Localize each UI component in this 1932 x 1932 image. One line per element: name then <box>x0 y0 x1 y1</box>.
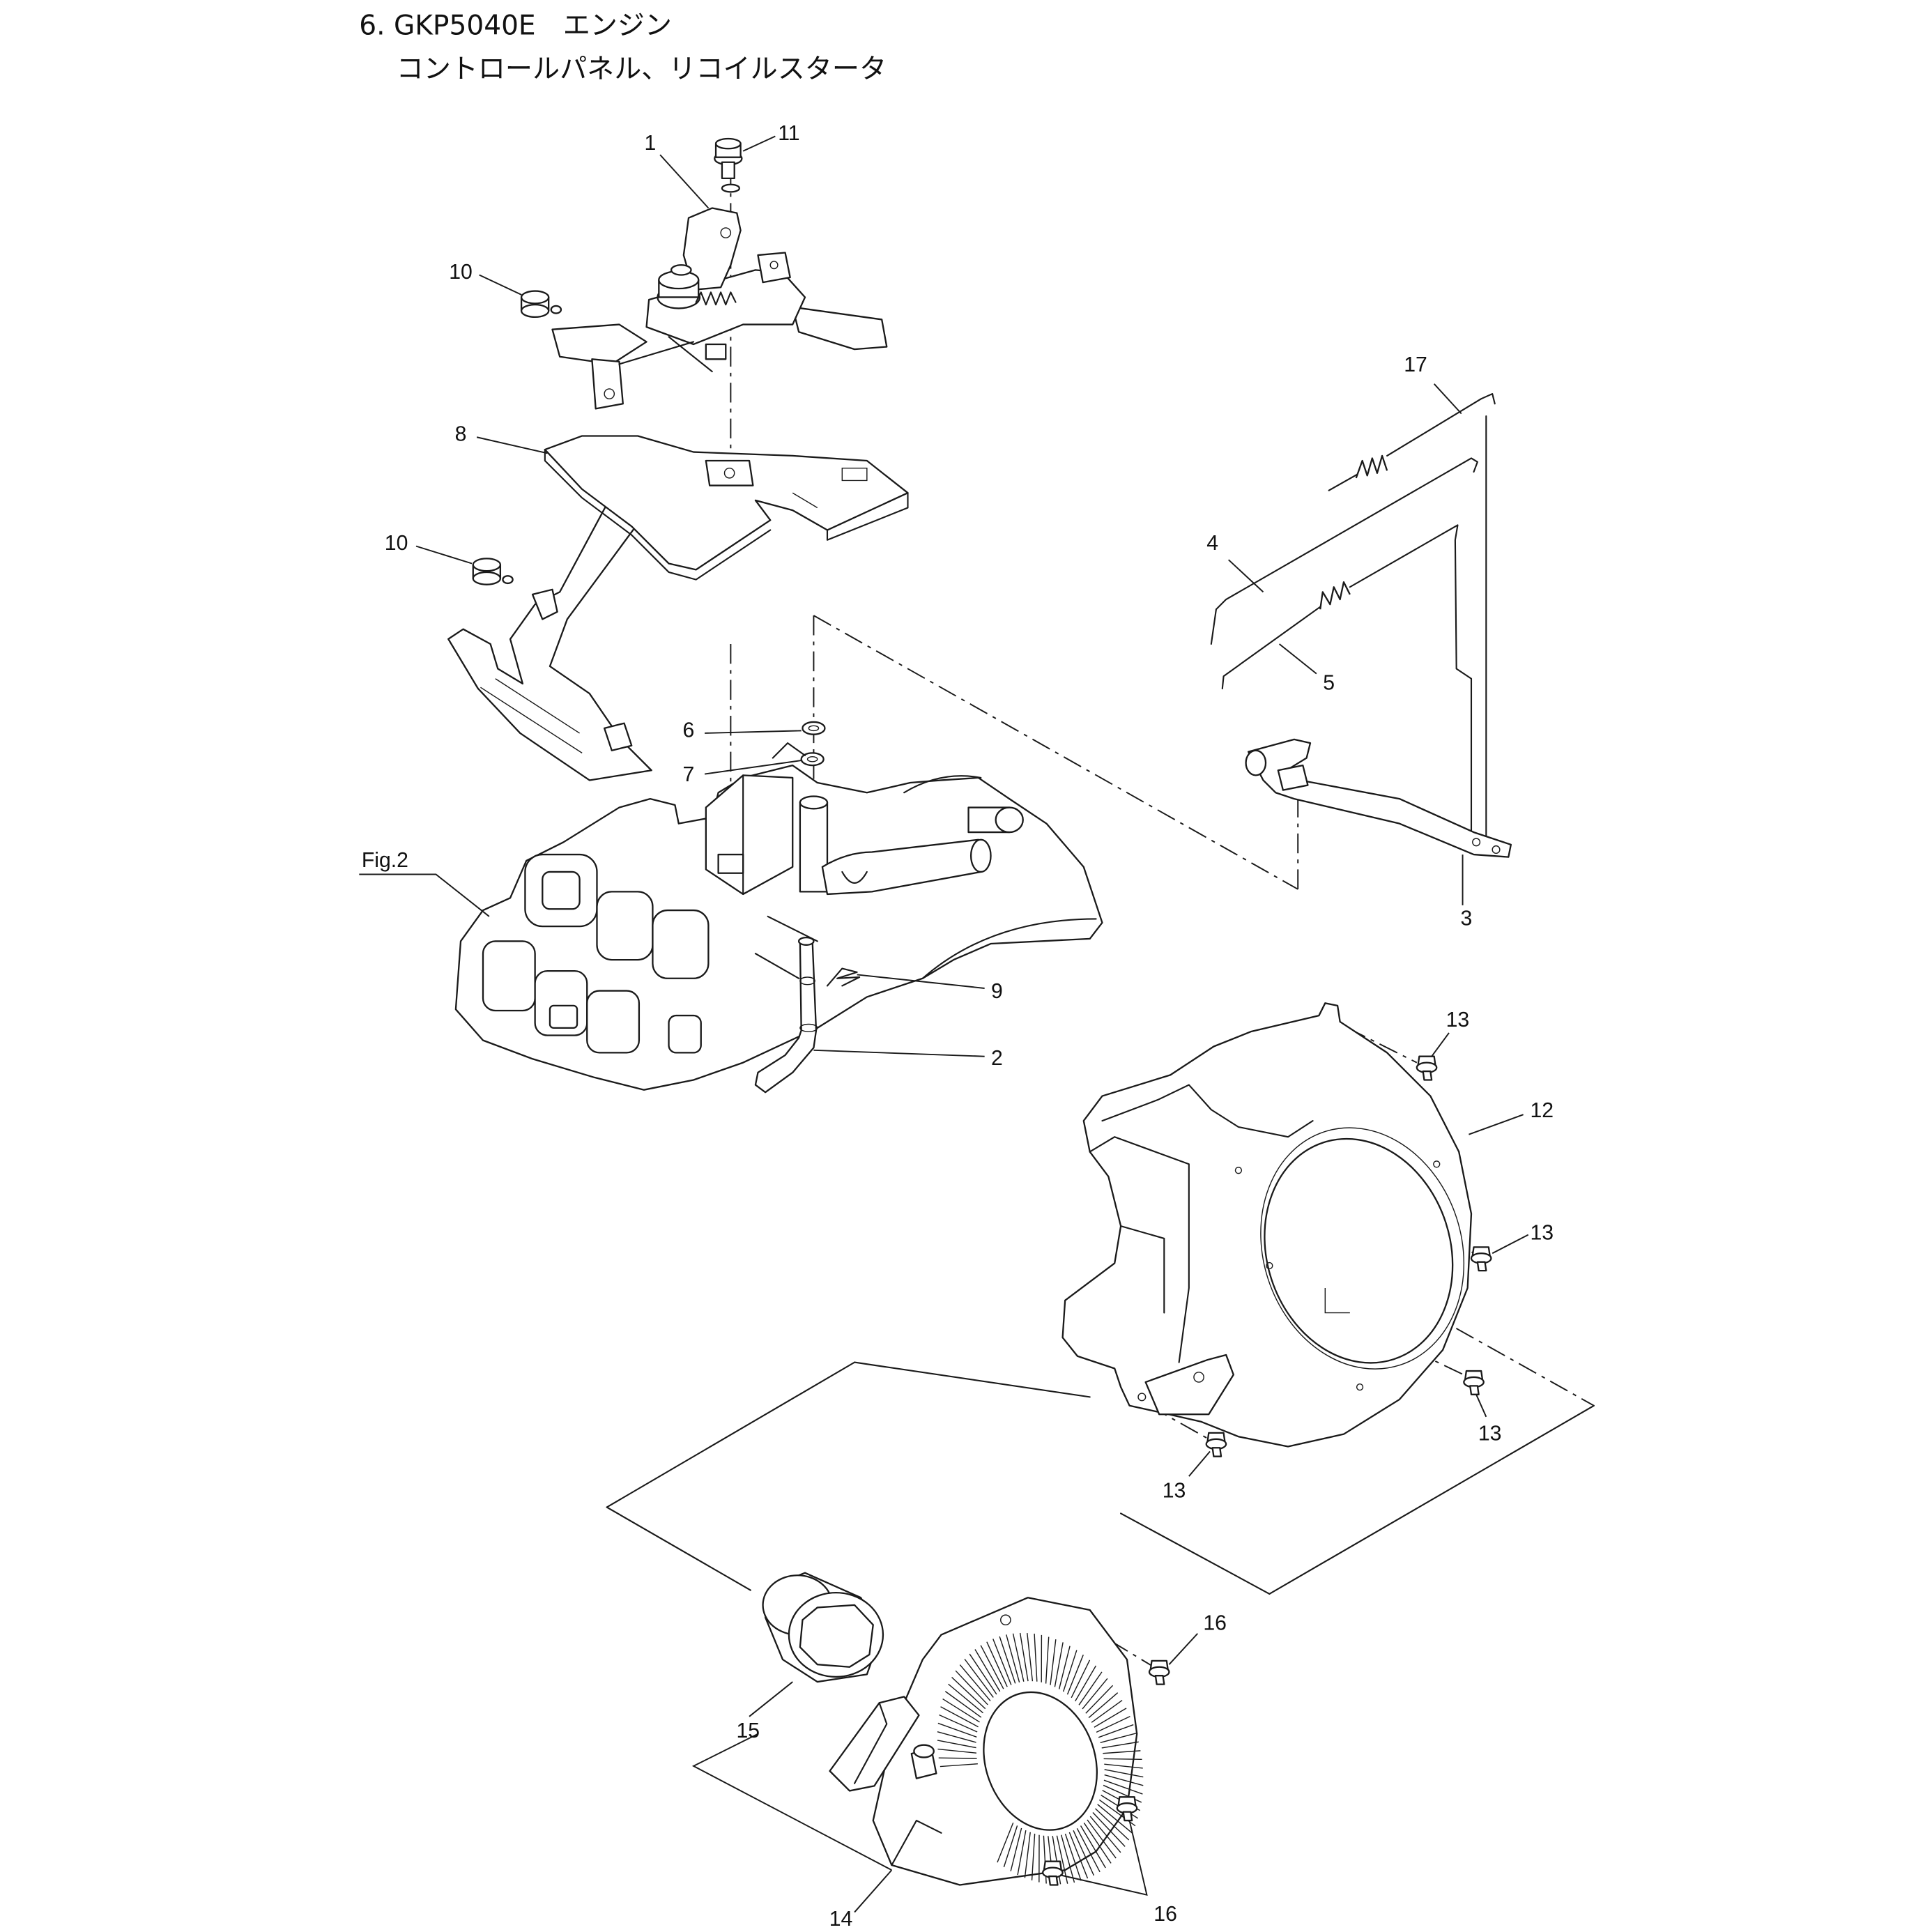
callout-10-upper: 10 <box>449 261 473 284</box>
callout-11: 11 <box>778 122 799 145</box>
panel-cover-8 <box>447 435 909 781</box>
washer-6 <box>802 721 826 735</box>
bolt-16-top <box>1148 1659 1170 1685</box>
callout-13-lower: 13 <box>1478 1423 1502 1446</box>
callout-16-bottom: 16 <box>1153 1903 1177 1926</box>
callout-16-top: 16 <box>1203 1611 1227 1634</box>
callout-12: 12 <box>1530 1099 1554 1122</box>
callout-13-top: 13 <box>1446 1009 1470 1032</box>
nut-10-middle <box>472 558 514 585</box>
callout-labels: 1 11 10 8 10 17 4 5 6 7 3 9 2 13 12 13 1… <box>362 122 1554 1931</box>
callout-6: 6 <box>683 719 695 742</box>
rod-17 <box>1328 392 1496 843</box>
callout-2: 2 <box>991 1047 1003 1070</box>
callout-13-bottom: 13 <box>1163 1479 1186 1502</box>
callout-9: 9 <box>991 980 1003 1003</box>
rod-5 <box>1221 524 1473 843</box>
callout-5: 5 <box>1323 672 1335 695</box>
clip-detail <box>772 742 806 759</box>
blower-housing-12 <box>1061 1002 1473 1448</box>
callout-8: 8 <box>455 423 467 446</box>
bolt-13-top <box>1416 1055 1438 1081</box>
callout-13-middle: 13 <box>1530 1222 1554 1245</box>
bolt-13-lower <box>1463 1370 1485 1395</box>
callout-14: 14 <box>829 1908 853 1931</box>
callout-1: 1 <box>644 132 656 155</box>
shaft-2 <box>754 936 818 1094</box>
clip-9 <box>826 967 861 987</box>
rod-4 <box>1210 457 1478 645</box>
lever-3 <box>1245 738 1512 858</box>
bolt-13-middle <box>1470 1246 1492 1272</box>
nut-10-upper <box>520 290 562 319</box>
page-title: 6. GKP5040E エンジン <box>359 10 672 42</box>
control-bracket-1 <box>551 207 888 410</box>
callout-15: 15 <box>736 1719 760 1742</box>
washer-7 <box>800 752 825 767</box>
callout-3: 3 <box>1460 907 1472 930</box>
bolt-16-right <box>1116 1796 1138 1822</box>
engine-fig2 <box>454 764 1103 1091</box>
recoil-starter-14 <box>829 1597 1144 1886</box>
page-subtitle: コントロールパネル、リコイルスタータ <box>397 54 887 85</box>
callout-17: 17 <box>1404 353 1427 376</box>
starter-cup-15 <box>762 1572 884 1683</box>
leader-lines <box>359 135 1529 1913</box>
figure-reference: Fig.2 <box>362 849 408 872</box>
bolt-11 <box>714 137 743 193</box>
callout-4: 4 <box>1206 532 1218 555</box>
callout-7: 7 <box>683 763 695 786</box>
bolt-13-bottom <box>1205 1432 1227 1457</box>
callout-10-middle: 10 <box>385 532 408 555</box>
bolt-16-left <box>1042 1860 1064 1886</box>
